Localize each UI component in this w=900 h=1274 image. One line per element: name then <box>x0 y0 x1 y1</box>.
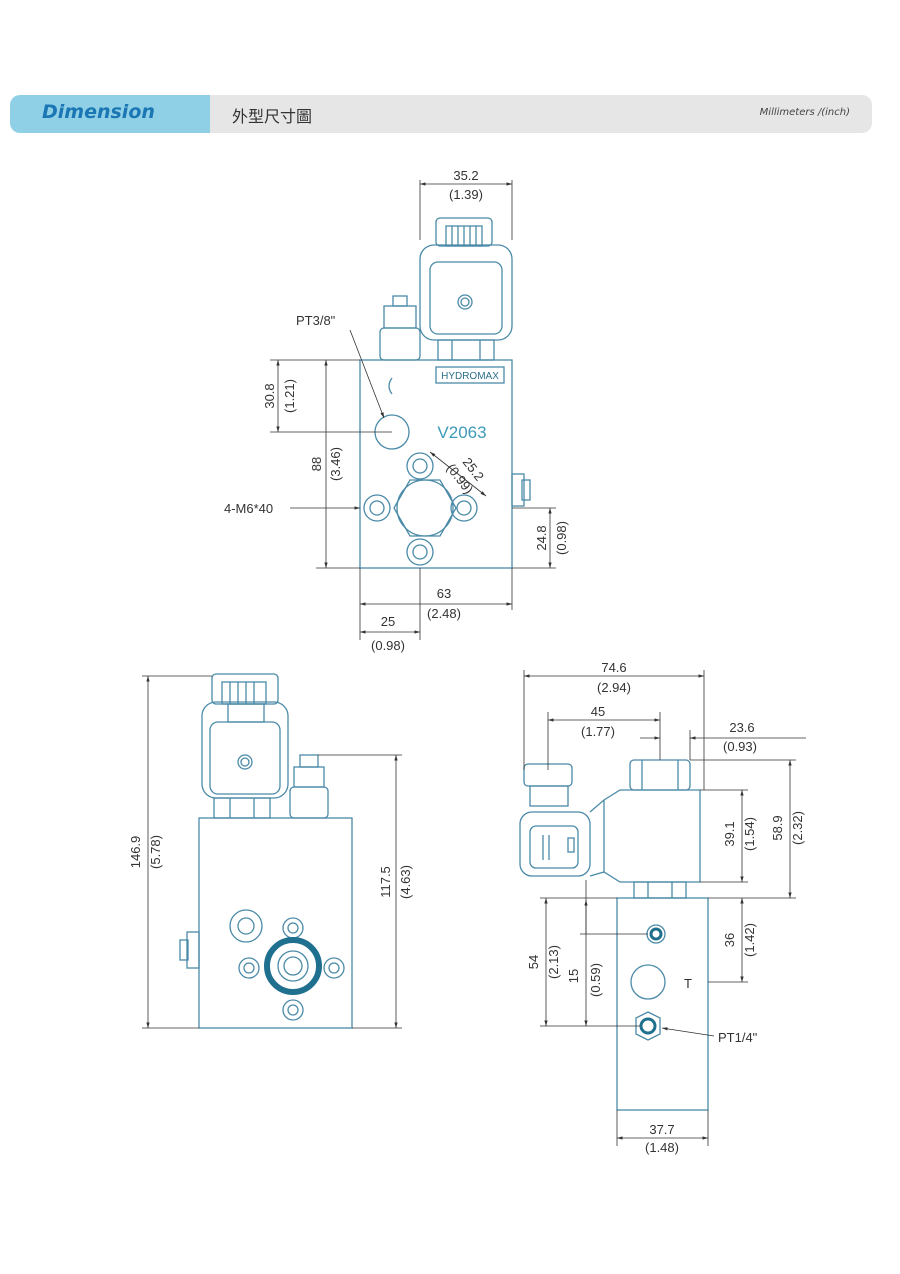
dim-24-8: 24.8 <box>534 525 549 550</box>
dim-width-top-in: (1.39) <box>449 187 483 202</box>
dim-74-6: 74.6 <box>601 660 626 675</box>
dim-37-7-in: (1.48) <box>645 1140 679 1155</box>
top-view <box>359 217 531 569</box>
dim-39-1-in: (1.54) <box>742 817 757 851</box>
dim-23-6: 23.6 <box>729 720 754 735</box>
dim-58-9: 58.9 <box>770 815 785 840</box>
dim-45: 45 <box>591 704 605 719</box>
dim-39-1: 39.1 <box>722 821 737 846</box>
coil-screw-front-icon <box>237 754 253 770</box>
dim-24-8-in: (0.98) <box>554 521 569 555</box>
coil-screw-icon <box>457 294 473 310</box>
dim-117-5: 117.5 <box>378 866 393 898</box>
dim-36: 36 <box>722 933 737 947</box>
dim-146-9-in: (5.78) <box>148 835 163 869</box>
dim-88: 88 <box>309 457 324 471</box>
side-view <box>519 759 709 1111</box>
valve-body-side <box>616 897 709 1111</box>
port-label-pt14: PT1/4" <box>718 1030 758 1045</box>
dim-58-9-in: (2.32) <box>790 811 805 845</box>
valve-body-front <box>198 817 353 1029</box>
dim-15: 15 <box>566 969 581 983</box>
dim-146-9: 146.9 <box>128 836 143 869</box>
o-ring-port <box>264 937 322 995</box>
section-title-cn: 外型尺寸圖 <box>232 107 313 126</box>
port-T-label: T <box>684 976 692 991</box>
dim-88-in: (3.46) <box>328 447 343 481</box>
dim-25: 25 <box>381 614 395 629</box>
port-T <box>630 964 666 1000</box>
dim-63-in: (2.48) <box>427 606 461 621</box>
coil-housing <box>419 244 513 341</box>
dim-74-6-in: (2.94) <box>597 680 631 695</box>
coil-housing-front <box>201 701 289 799</box>
dim-37-7: 37.7 <box>649 1122 674 1137</box>
dim-width-top: 35.2 <box>453 168 478 183</box>
dim-54: 54 <box>526 955 541 969</box>
dim-117-5-in: (4.63) <box>398 865 413 899</box>
dim-30-8-in: (1.21) <box>282 379 297 413</box>
dim-15-in: (0.59) <box>588 963 603 997</box>
bolt-label: 4-M6*40 <box>224 501 273 516</box>
brand-label: HYDROMAX <box>441 371 499 382</box>
port-pt14-hex <box>635 1011 661 1041</box>
dim-63: 63 <box>437 586 451 601</box>
model-label: V2063 <box>437 423 486 442</box>
top-view-dims <box>270 180 556 640</box>
dim-30-8: 30.8 <box>262 383 277 408</box>
dim-36-in: (1.42) <box>742 923 757 957</box>
valve-body-top <box>359 359 513 569</box>
front-view-dims <box>142 675 402 1029</box>
dim-45-in: (1.77) <box>581 724 615 739</box>
dim-25-in: (0.98) <box>371 638 405 653</box>
front-view <box>179 673 353 1029</box>
section-title: Dimension <box>42 101 155 123</box>
dim-54-in: (2.13) <box>546 945 561 979</box>
side-view-dims <box>523 670 806 1146</box>
port-label-pt38: PT3/8" <box>296 313 336 328</box>
connector-body-side <box>519 811 591 877</box>
section-header-band: Dimension 外型尺寸圖 Millimeters /(inch) <box>10 95 872 133</box>
dim-23-6-in: (0.93) <box>723 739 757 754</box>
units-note: Millimeters /(inch) <box>759 107 850 118</box>
